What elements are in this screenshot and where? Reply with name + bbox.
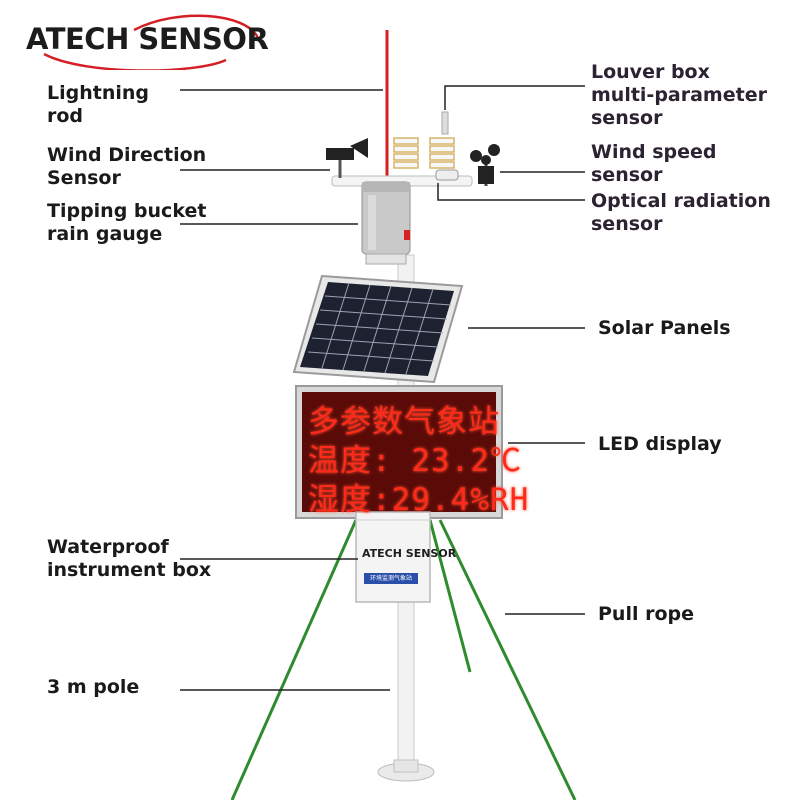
label-led-display: LED display bbox=[598, 433, 722, 455]
pointer-lines bbox=[180, 85, 585, 691]
label-lightning-rod: Lightning rod bbox=[47, 82, 149, 127]
solar-panel bbox=[292, 274, 464, 384]
label-wind-speed: Wind speed sensor bbox=[591, 141, 717, 186]
label-instrument-box: Waterproof instrument box bbox=[47, 536, 212, 581]
brand-logo: ATECH SENSOR bbox=[26, 22, 269, 56]
rain-gauge bbox=[361, 181, 411, 265]
logo-swoosh bbox=[43, 14, 260, 70]
pull-ropes bbox=[230, 519, 577, 800]
led-display-panel bbox=[295, 385, 503, 519]
wind-speed-cups bbox=[470, 144, 500, 186]
instrument-box bbox=[355, 511, 431, 603]
led-line-title: 多参数气象站 bbox=[308, 404, 500, 440]
label-pole: 3 m pole bbox=[47, 676, 140, 698]
label-solar-panels: Solar Panels bbox=[598, 317, 731, 339]
label-wind-direction: Wind Direction Sensor bbox=[47, 144, 207, 189]
label-optical-radiation: Optical radiation sensor bbox=[591, 190, 771, 235]
instrument-box-brand: ATECH SENSOR bbox=[362, 547, 457, 560]
optical-radiation-sensor bbox=[435, 169, 459, 181]
label-pull-rope: Pull rope bbox=[598, 603, 695, 625]
wind-direction-vane bbox=[326, 138, 368, 178]
louver-box-sensors bbox=[393, 111, 455, 169]
label-louver-box: Louver box multi-parameter sensor bbox=[591, 61, 767, 129]
led-line-temperature: 温度: 23.2℃ bbox=[308, 443, 522, 479]
instrument-box-plate: 环境监测气象站 bbox=[364, 573, 418, 584]
label-rain-gauge: Tipping bucket rain gauge bbox=[47, 200, 207, 245]
led-line-humidity: 湿度:29.4%RH bbox=[308, 482, 530, 518]
